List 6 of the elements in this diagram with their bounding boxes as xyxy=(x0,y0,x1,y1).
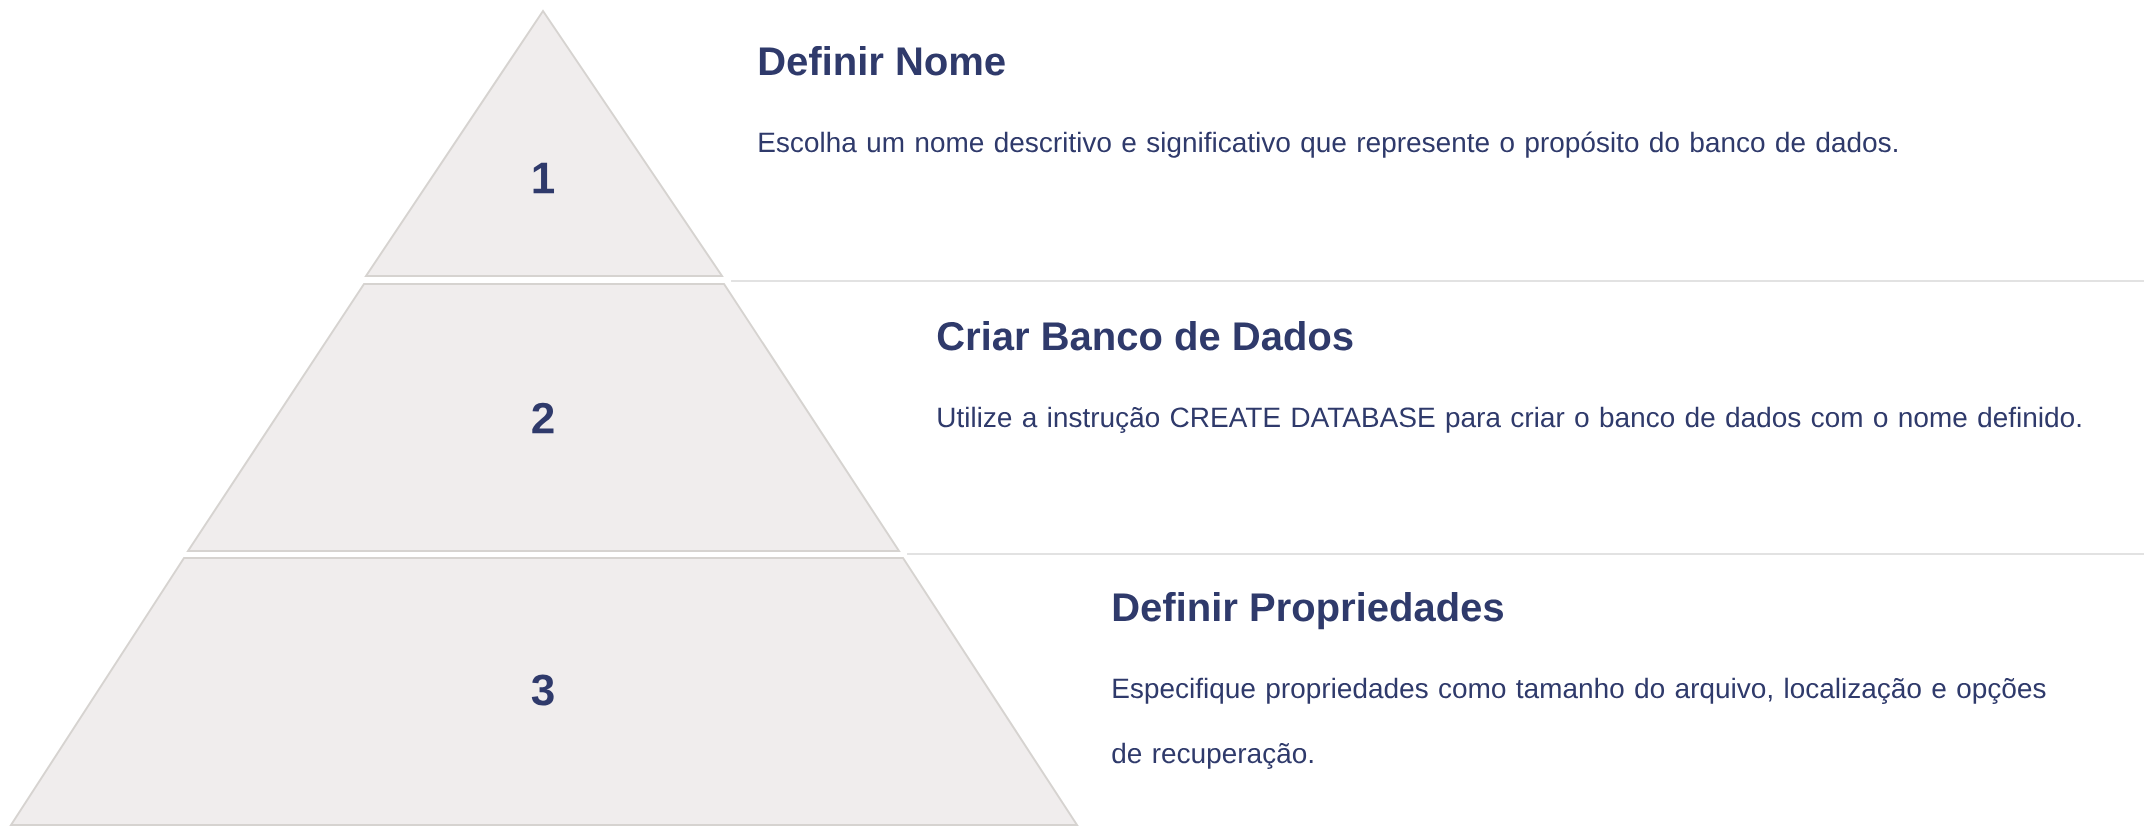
tier-description: Escolha um nome descritivo e significativo que represente o propósito do banco de dados. xyxy=(759,131,1897,158)
tier-title: Definir Propriedades xyxy=(1113,592,1503,630)
tier-description: Utilize a instrução CREATE DATABASE para criar o banco de dados com o nome definido. xyxy=(938,406,2081,433)
tier-title: Criar Banco de Dados xyxy=(937,321,1353,351)
tier-description: Especifique propriedades como tamanho do arquivo, localização e opções de recuperação. xyxy=(1112,677,2046,769)
tier-title: Definir Nome xyxy=(759,46,1005,76)
